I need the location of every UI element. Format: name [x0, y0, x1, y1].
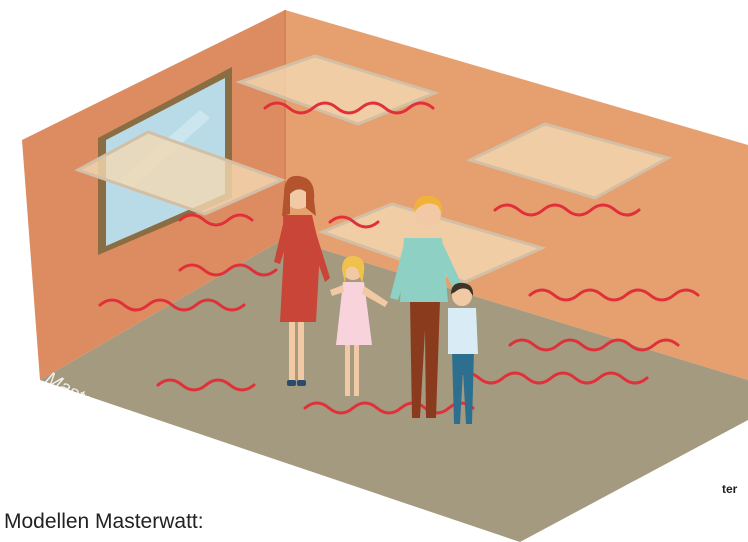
- caption-heading: Modellen Masterwatt:: [4, 510, 204, 534]
- partial-side-label: ter: [722, 482, 748, 496]
